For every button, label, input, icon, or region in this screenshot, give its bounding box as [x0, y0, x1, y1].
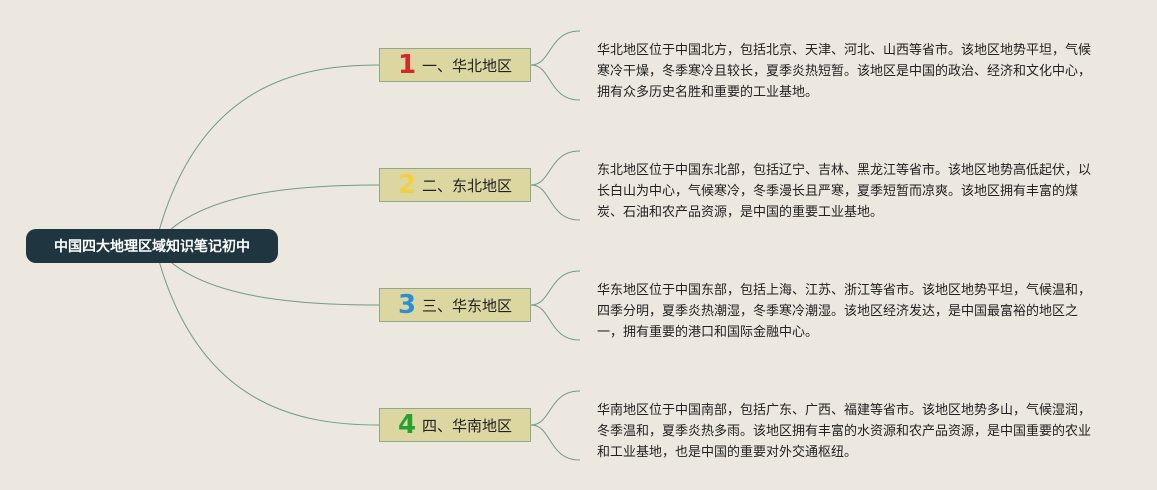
topic-east-china[interactable]: 3 三、华东地区 [379, 288, 531, 322]
topic-northeast-china[interactable]: 2 二、东北地区 [379, 168, 531, 202]
root-connector-line [154, 184, 380, 247]
topic-label: 一、华北地区 [422, 56, 513, 75]
root-connector-line [154, 245, 380, 306]
topic-description: 华北地区位于中国北方，包括北京、天津、河北、山西等省市。该地区地势平坦，气候寒冷… [597, 43, 1092, 100]
description-bracket-line [530, 424, 581, 461]
topic-description: 华东地区位于中国东部，包括上海、江苏、浙江等省市。该地区地势平坦，气候温和，四季… [597, 283, 1092, 340]
number-four-icon: 4 [397, 410, 417, 440]
topic-north-china[interactable]: 1 一、华北地区 [379, 48, 531, 82]
topic-label: 四、华南地区 [422, 416, 513, 435]
root-connector-line [154, 64, 380, 247]
number-one-icon: 1 [397, 50, 417, 80]
description-bracket-line [530, 150, 581, 186]
description-bracket-line [530, 390, 581, 426]
topic-description: 东北地区位于中国东北部，包括辽宁、吉林、黑龙江等省市。该地区地势高低起伏，以长白… [597, 163, 1092, 220]
central-topic-label: 中国四大地理区域知识笔记初中 [54, 239, 250, 255]
topic-description: 华南地区位于中国南部，包括广东、广西、福建等省市。该地区地势多山，气候湿润，冬季… [597, 403, 1092, 460]
description-bracket-line [530, 30, 581, 66]
central-topic[interactable]: 中国四大地理区域知识笔记初中 [26, 229, 278, 263]
number-two-icon: 2 [397, 170, 417, 200]
description-bracket-line [530, 304, 581, 341]
topic-label: 三、华东地区 [422, 296, 513, 315]
topic-label: 二、东北地区 [422, 176, 513, 195]
number-three-icon: 3 [397, 290, 417, 320]
description-bracket-line [530, 270, 581, 306]
description-bracket-line [530, 184, 581, 221]
description-bracket-line [530, 64, 581, 101]
root-connector-line [154, 245, 380, 426]
topic-south-china[interactable]: 4 四、华南地区 [379, 408, 531, 442]
